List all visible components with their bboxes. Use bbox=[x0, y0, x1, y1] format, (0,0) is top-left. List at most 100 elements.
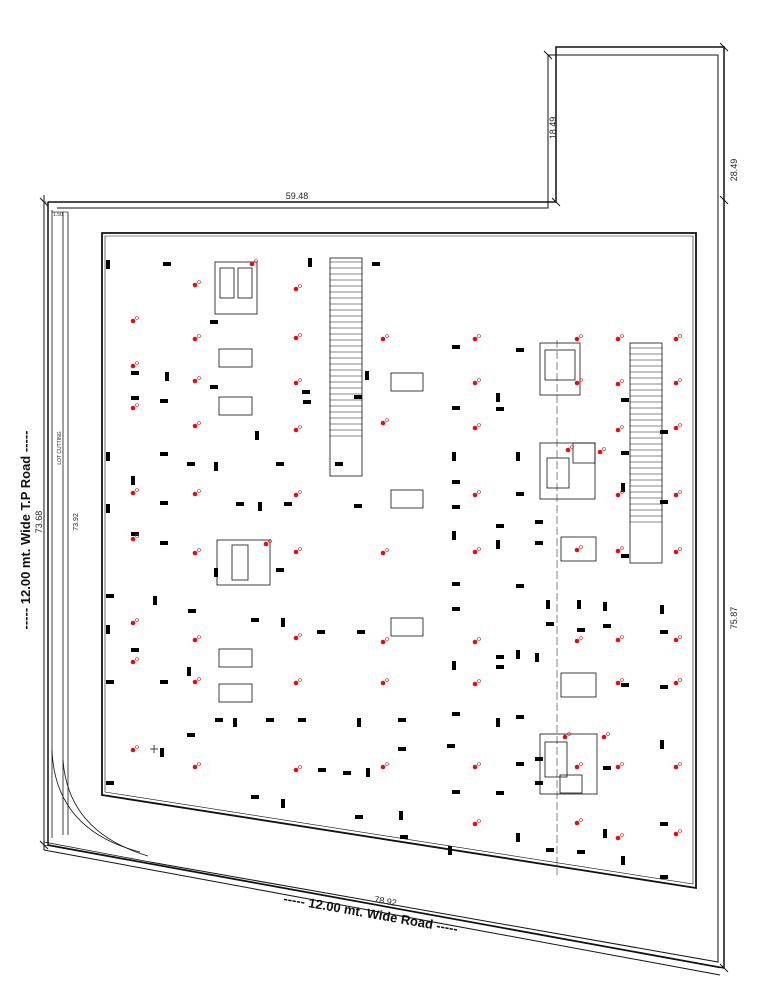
column-mark bbox=[496, 665, 504, 669]
column-mark bbox=[603, 829, 607, 838]
column-mark bbox=[535, 757, 543, 761]
red-marker bbox=[130, 620, 136, 626]
column-mark bbox=[276, 462, 284, 466]
column-mark bbox=[621, 683, 629, 687]
red-marker bbox=[380, 764, 386, 770]
red-marker-ring bbox=[477, 378, 481, 382]
red-marker-ring bbox=[678, 635, 682, 639]
column-mark bbox=[106, 781, 114, 785]
column-mark bbox=[357, 718, 361, 727]
column-mark bbox=[163, 262, 171, 266]
red-marker-ring bbox=[135, 316, 139, 320]
dimension-setback: 1.50 bbox=[53, 212, 63, 218]
column-mark bbox=[535, 541, 543, 545]
column-mark bbox=[160, 541, 168, 545]
column-mark bbox=[496, 393, 500, 402]
column-mark bbox=[281, 618, 285, 627]
column-mark bbox=[516, 762, 524, 766]
dimension-right-lower: 75.87 bbox=[729, 607, 739, 630]
red-marker-ring bbox=[385, 762, 389, 766]
red-marker-ring bbox=[135, 403, 139, 407]
red-marker-ring bbox=[570, 445, 574, 449]
red-marker-ring bbox=[477, 423, 481, 427]
column-mark bbox=[535, 781, 543, 785]
red-marker-ring bbox=[254, 259, 258, 263]
red-marker bbox=[472, 639, 478, 645]
column-mark bbox=[452, 582, 460, 586]
column-mark bbox=[452, 406, 460, 410]
red-marker bbox=[574, 547, 580, 553]
column-mark bbox=[106, 594, 114, 598]
bottom-road-line-2 bbox=[43, 841, 151, 863]
column-mark bbox=[165, 372, 169, 381]
red-marker-ring bbox=[477, 547, 481, 551]
red-marker bbox=[192, 282, 198, 288]
dimension-left-outer: 73.68 bbox=[34, 511, 44, 534]
red-marker-ring bbox=[298, 333, 302, 337]
red-marker bbox=[615, 764, 621, 770]
column-mark bbox=[188, 609, 196, 613]
red-marker-ring bbox=[620, 425, 624, 429]
column-mark bbox=[106, 625, 110, 634]
red-marker-ring bbox=[197, 762, 201, 766]
column-mark bbox=[496, 540, 500, 549]
column-mark bbox=[516, 348, 524, 352]
red-marker-ring bbox=[197, 677, 201, 681]
dimension-left-inner: 73.92 bbox=[73, 513, 80, 531]
red-marker bbox=[673, 831, 679, 837]
red-marker-ring bbox=[197, 334, 201, 338]
red-marker-ring bbox=[197, 489, 201, 493]
red-marker-ring bbox=[579, 818, 583, 822]
column-mark bbox=[546, 848, 554, 852]
column-mark bbox=[366, 768, 370, 777]
column-mark bbox=[577, 628, 585, 632]
red-marker-ring bbox=[678, 423, 682, 427]
column-mark bbox=[447, 744, 455, 748]
red-marker-ring bbox=[298, 633, 302, 637]
column-mark bbox=[284, 502, 292, 506]
column-mark bbox=[452, 712, 460, 716]
red-marker-ring bbox=[385, 548, 389, 552]
cross-mark bbox=[150, 745, 158, 753]
dimension-bottom: 78.92 bbox=[374, 894, 398, 908]
column-mark bbox=[398, 718, 406, 722]
column-mark bbox=[496, 655, 504, 659]
column-mark bbox=[452, 452, 456, 461]
column-mark bbox=[660, 630, 668, 634]
column-mark bbox=[187, 462, 195, 466]
red-marker-ring bbox=[620, 635, 624, 639]
red-marker-ring bbox=[298, 284, 302, 288]
red-markers bbox=[130, 259, 682, 841]
column-mark bbox=[302, 390, 310, 394]
red-marker-ring bbox=[620, 833, 624, 837]
dimension-lines bbox=[43, 47, 725, 969]
red-marker bbox=[130, 536, 136, 542]
column-mark bbox=[398, 747, 406, 751]
red-marker bbox=[597, 449, 603, 455]
column-mark bbox=[281, 799, 285, 808]
red-marker-ring bbox=[298, 490, 302, 494]
red-marker bbox=[615, 427, 621, 433]
red-marker-ring bbox=[197, 548, 201, 552]
red-marker bbox=[673, 336, 679, 342]
building-outline bbox=[101, 232, 697, 890]
column-mark bbox=[160, 748, 164, 757]
red-marker-ring bbox=[579, 762, 583, 766]
red-marker-ring bbox=[678, 547, 682, 551]
red-marker bbox=[249, 261, 255, 267]
column-mark bbox=[251, 618, 259, 622]
column-mark bbox=[160, 680, 168, 684]
column-mark bbox=[516, 492, 524, 496]
red-marker bbox=[574, 336, 580, 342]
column-mark bbox=[546, 622, 554, 626]
red-marker-ring bbox=[135, 657, 139, 661]
column-mark bbox=[496, 718, 500, 727]
red-marker-ring bbox=[602, 447, 606, 451]
dimension-right-upper: 28.49 bbox=[729, 159, 739, 182]
red-marker bbox=[673, 549, 679, 555]
column-mark bbox=[516, 715, 524, 719]
red-marker bbox=[192, 378, 198, 384]
column-mark bbox=[131, 532, 139, 536]
dimension-notch-height: 18.49 bbox=[548, 117, 558, 140]
red-marker-ring bbox=[385, 678, 389, 682]
